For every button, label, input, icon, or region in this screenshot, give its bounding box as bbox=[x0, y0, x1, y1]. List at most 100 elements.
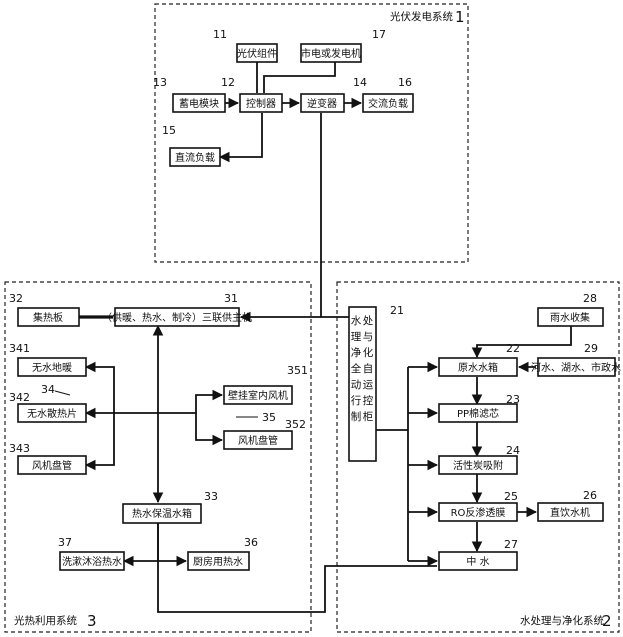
line-17-12 bbox=[263, 62, 336, 93]
svg-text:33: 33 bbox=[204, 490, 218, 503]
svg-text:无水地暖: 无水地暖 bbox=[32, 361, 72, 374]
svg-text:29: 29 bbox=[584, 342, 598, 355]
svg-text:23: 23 bbox=[506, 393, 520, 406]
comp-17: 市电或发电机 17 bbox=[300, 28, 386, 63]
pv-system-region bbox=[154, 3, 469, 263]
svg-text:光伏组件: 光伏组件 bbox=[237, 47, 277, 60]
svg-text:洗漱沐浴热水: 洗漱沐浴热水 bbox=[62, 555, 122, 568]
svg-text:风机盘管: 风机盘管 bbox=[32, 459, 72, 472]
comp-14: 逆变器 14 bbox=[300, 76, 367, 113]
control-cabinet-char: 水 bbox=[351, 315, 362, 327]
svg-text:壁挂室内风机: 壁挂室内风机 bbox=[228, 389, 288, 402]
svg-text:14: 14 bbox=[353, 76, 367, 89]
svg-text:直饮水机: 直饮水机 bbox=[550, 506, 590, 519]
control-cabinet-char: 行 bbox=[351, 394, 362, 407]
comp-341: 无水地暖 341 bbox=[9, 342, 87, 377]
label-34: 34 bbox=[41, 383, 71, 396]
svg-text:直流负载: 直流负载 bbox=[175, 151, 215, 164]
comp-37: 洗漱沐浴热水 37 bbox=[58, 536, 125, 571]
svg-text:34: 34 bbox=[41, 383, 55, 396]
svg-text:351: 351 bbox=[287, 364, 308, 377]
line-to-351 bbox=[158, 389, 224, 414]
svg-text:32: 32 bbox=[9, 292, 23, 305]
comp-12: 控制器 12 bbox=[221, 76, 283, 113]
svg-text:11: 11 bbox=[213, 28, 227, 41]
svg-text:集热板: 集热板 bbox=[33, 311, 63, 324]
pv-system-num: 1 bbox=[455, 8, 465, 26]
svg-text:13: 13 bbox=[153, 76, 167, 89]
svg-text:控制器: 控制器 bbox=[246, 97, 276, 110]
svg-text:12: 12 bbox=[221, 76, 235, 89]
control-cabinet-char: 柜 bbox=[363, 410, 374, 423]
line-to-352 bbox=[195, 413, 224, 446]
solar-thermal-system-region bbox=[4, 281, 312, 633]
svg-text:无水散热片: 无水散热片 bbox=[27, 407, 77, 420]
water-system-num: 2 bbox=[602, 612, 612, 630]
comp-343: 风机盘管 343 bbox=[9, 442, 87, 475]
comp-32: 集热板 32 bbox=[9, 292, 80, 327]
comp-27: 中 水 27 bbox=[438, 538, 518, 571]
svg-text:341: 341 bbox=[9, 342, 30, 355]
svg-text:交流负载: 交流负载 bbox=[368, 97, 408, 110]
comp-25: RO反渗透膜 25 bbox=[438, 490, 518, 522]
solar-system-title: 光热利用系统 bbox=[14, 614, 77, 627]
comp-36: 厨房用热水 36 bbox=[187, 536, 258, 571]
svg-text:27: 27 bbox=[504, 538, 518, 551]
control-cabinet-char: 全 bbox=[351, 362, 362, 375]
line-28-22 bbox=[471, 326, 572, 359]
comp-28: 雨水收集 28 bbox=[537, 292, 604, 327]
svg-text:28: 28 bbox=[583, 292, 597, 305]
svg-text:中 水: 中 水 bbox=[466, 555, 489, 568]
control-cabinet-char: 制 bbox=[351, 410, 362, 423]
comp-22: 原水水箱 22 bbox=[438, 342, 520, 377]
svg-text:河水、湖水、市政水: 河水、湖水、市政水 bbox=[531, 361, 621, 374]
svg-text:厨房用热水: 厨房用热水 bbox=[193, 555, 243, 568]
control-cabinet-char: 化 bbox=[363, 346, 374, 359]
svg-text:17: 17 bbox=[372, 28, 386, 41]
svg-text:16: 16 bbox=[398, 76, 412, 89]
water-system-title: 水处理与净化系统 bbox=[520, 614, 604, 627]
svg-text:市电或发电机: 市电或发电机 bbox=[301, 47, 361, 60]
svg-text:PP棉滤芯: PP棉滤芯 bbox=[457, 407, 499, 420]
control-cabinet-char: 处 bbox=[363, 315, 374, 327]
comp-33: 热水保温水箱 33 bbox=[122, 490, 218, 524]
control-cabinet-char: 运 bbox=[363, 379, 374, 391]
line-to-343 bbox=[84, 413, 115, 471]
control-cabinet-char: 控 bbox=[363, 394, 374, 407]
comp-342: 无水散热片 342 bbox=[9, 391, 87, 423]
comp-11: 光伏组件 11 bbox=[213, 28, 278, 63]
solar-system-num: 3 bbox=[87, 612, 97, 630]
pv-system-title: 光伏发电系统 bbox=[390, 10, 453, 23]
svg-text:36: 36 bbox=[244, 536, 258, 549]
control-cabinet-char: 动 bbox=[351, 379, 362, 391]
control-cabinet-char: 与 bbox=[363, 331, 374, 343]
control-cabinet-char: 自 bbox=[363, 362, 374, 375]
comp-16: 交流负载 16 bbox=[362, 76, 414, 113]
control-cabinet-char: 理 bbox=[351, 331, 362, 343]
svg-text:22: 22 bbox=[506, 342, 520, 355]
svg-text:原水水箱: 原水水箱 bbox=[458, 361, 498, 374]
label-35: 35 bbox=[236, 411, 276, 424]
water-system-region bbox=[336, 281, 620, 633]
line-to-341 bbox=[84, 361, 158, 414]
svg-text:逆变器: 逆变器 bbox=[307, 97, 337, 110]
svg-text:31: 31 bbox=[224, 292, 238, 305]
line-14-31 bbox=[239, 113, 322, 323]
comp-13: 蓄电模块 13 bbox=[153, 76, 226, 113]
comp-29: 河水、湖水、市政水 29 bbox=[531, 342, 621, 377]
svg-text:蓄电模块: 蓄电模块 bbox=[179, 97, 219, 110]
svg-text:352: 352 bbox=[285, 418, 306, 431]
svg-text:RO反渗透膜: RO反渗透膜 bbox=[451, 506, 506, 519]
svg-text:15: 15 bbox=[162, 124, 176, 137]
comp-24: 活性炭吸附 24 bbox=[438, 444, 520, 475]
comp-352: 风机盘管 352 bbox=[223, 418, 306, 450]
svg-text:37: 37 bbox=[58, 536, 72, 549]
control-cabinet-char: 净 bbox=[351, 346, 362, 359]
svg-text:26: 26 bbox=[583, 489, 597, 502]
svg-text:24: 24 bbox=[506, 444, 520, 457]
comp-351: 壁挂室内风机 351 bbox=[223, 364, 308, 405]
comp-23: PP棉滤芯 23 bbox=[438, 393, 520, 423]
svg-text:（供暖、热水、制冷）三联供主机: （供暖、热水、制冷）三联供主机 bbox=[102, 311, 252, 324]
svg-text:342: 342 bbox=[9, 391, 30, 404]
svg-text:35: 35 bbox=[262, 411, 276, 424]
